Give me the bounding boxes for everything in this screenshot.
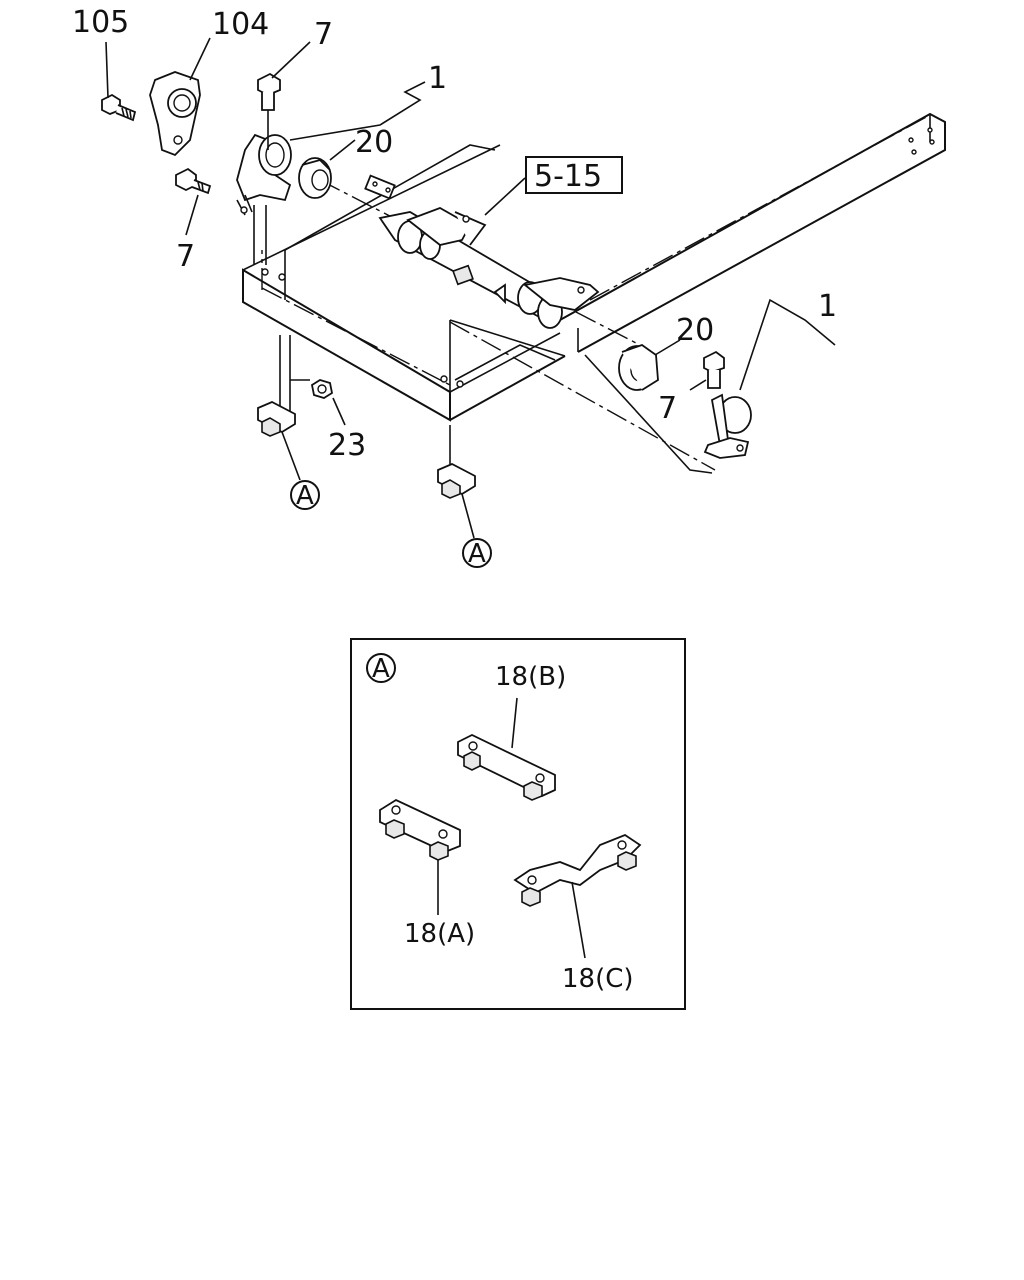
bolt-105 xyxy=(101,93,137,122)
callout-7-right: 7 xyxy=(658,391,677,426)
detail-marker-a-center xyxy=(462,538,492,568)
detail-marker-a-center-label: A xyxy=(468,539,486,569)
bushing-20-right xyxy=(618,343,659,391)
bolt-7-right xyxy=(703,350,725,389)
label-18b: 18(B) xyxy=(495,662,566,692)
bracket-104 xyxy=(149,71,201,157)
lower-hardware xyxy=(257,335,476,499)
bracket-1-left xyxy=(236,133,292,216)
callout-23: 23 xyxy=(328,428,366,463)
nut-23 xyxy=(310,379,334,399)
right-bracket-assembly xyxy=(618,343,752,459)
callout-1-right: 1 xyxy=(818,289,837,324)
callout-20-top: 20 xyxy=(355,125,393,160)
detail-a-border xyxy=(350,638,686,1010)
reference-box xyxy=(525,156,623,194)
clamp-plate-a-left xyxy=(257,401,296,437)
bushing-20-left xyxy=(298,157,332,199)
bracket-1-right xyxy=(703,393,752,459)
detail-marker-a-left xyxy=(290,480,320,510)
crossmember-frame xyxy=(242,144,566,422)
callout-104: 104 xyxy=(212,7,269,42)
callout-105: 105 xyxy=(72,5,129,40)
leader-lines xyxy=(105,37,836,539)
left-bracket-assembly xyxy=(101,71,332,265)
detail-marker-a-left-label: A xyxy=(296,481,314,511)
callout-20-right: 20 xyxy=(676,313,714,348)
detail-a-panel: A 18(B) 18(A) 1 xyxy=(350,638,686,1010)
bolt-7-left xyxy=(175,167,212,195)
label-18a: 18(A) xyxy=(404,919,475,949)
callout-7-top: 7 xyxy=(314,17,333,52)
callouts: 105 104 7 1 20 7 5-15 1 20 7 23 A A xyxy=(72,5,837,569)
bolt-7-top xyxy=(257,72,281,111)
frame-rail xyxy=(559,112,946,474)
reference-5-15[interactable]: 5-15 xyxy=(534,159,602,194)
plate-18b xyxy=(457,733,556,801)
detail-a-marker-label: A xyxy=(372,654,390,684)
leader-18b xyxy=(511,697,518,749)
plate-18a xyxy=(379,798,461,861)
leader-18c xyxy=(571,881,586,959)
detail-a-marker xyxy=(366,653,396,683)
clamp-plate-a-center xyxy=(437,463,476,499)
callout-1-top: 1 xyxy=(428,61,447,96)
stabilizer-bar xyxy=(319,174,716,471)
label-18c: 18(C) xyxy=(562,964,634,994)
callout-7-left: 7 xyxy=(176,239,195,274)
plate-18c xyxy=(513,833,642,907)
